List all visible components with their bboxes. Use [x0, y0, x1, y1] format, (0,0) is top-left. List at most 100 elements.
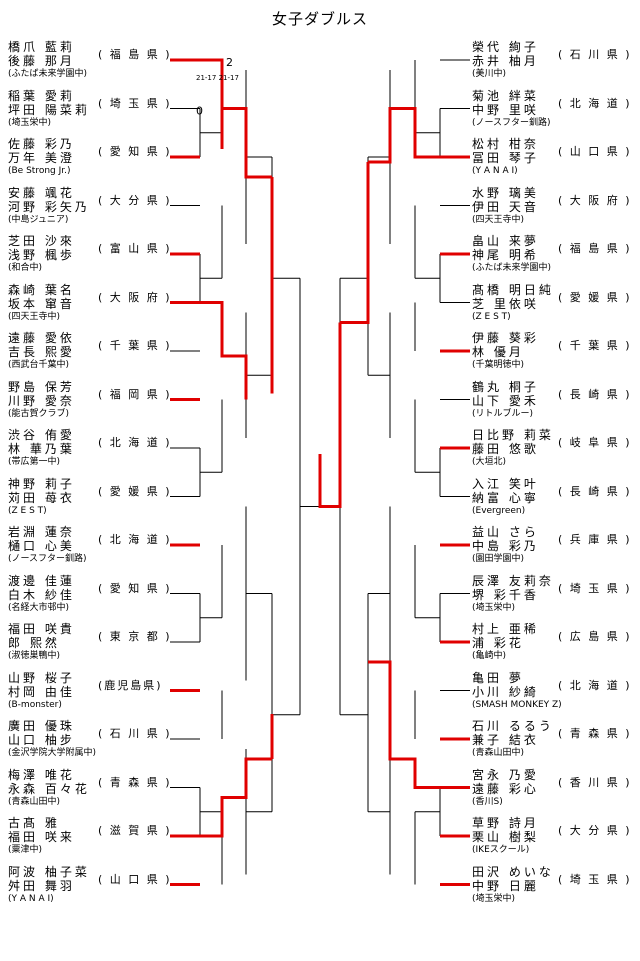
player-name: 亀田 夢	[472, 670, 524, 685]
player-name: 中野 里咲	[472, 102, 539, 117]
prefecture: ( 長 崎 県 )	[558, 387, 632, 401]
team-name: (Be Strong Jr.)	[8, 166, 71, 176]
prefecture: ( 埼 玉 県 )	[558, 872, 632, 886]
player-name: 鶴丸 桐子	[472, 379, 539, 394]
prefecture: ( 北 海 道 )	[98, 436, 172, 449]
player-name: 樋口 心美	[8, 539, 75, 553]
player-name: 栗山 樹梨	[472, 830, 539, 844]
player-name: 吉長 熙愛	[8, 345, 75, 359]
prefecture: ( 兵 庫 県 )	[558, 533, 632, 546]
player-name: 万年 美澄	[8, 151, 75, 165]
player-name: 白木 紗佳	[8, 587, 75, 602]
player-name: 佐藤 彩乃	[8, 137, 75, 151]
prefecture: ( 広 島 県 )	[558, 630, 632, 643]
player-name: 宮永 乃愛	[472, 767, 539, 782]
team-name: (亀崎中)	[472, 651, 507, 661]
team-name: (四天王寺中)	[472, 214, 525, 225]
player-name: 川野 愛奈	[8, 393, 75, 408]
player-name: 郎 熙然	[8, 636, 60, 650]
player-name: 山口 柚步	[8, 733, 75, 747]
player-name: 遠藤 彩心	[472, 781, 539, 796]
player-name: 渡邊 佳蓮	[8, 573, 75, 588]
team-name: (淑徳巣鴨中)	[8, 651, 61, 661]
prefecture: ( 岐 阜 県 )	[558, 436, 632, 449]
prefecture: ( 愛 媛 県 )	[98, 484, 172, 498]
player-name: 神尾 明希	[472, 248, 539, 262]
player-name: 遠藤 愛依	[8, 331, 75, 345]
player-name: 岩淵 蓮奈	[8, 525, 75, 539]
team-name: (IKEスクール)	[472, 845, 530, 855]
team-name: (千葉明徳中)	[472, 360, 525, 370]
player-name: 田沢 めいな	[472, 864, 554, 879]
prefecture: (鹿児島県)	[98, 678, 163, 692]
player-name: 苅田 苺衣	[8, 490, 75, 505]
player-name: 髙橋 明日純	[472, 282, 554, 297]
team-name: (能古賀クラブ)	[8, 408, 70, 419]
winner-path-right	[340, 107, 470, 886]
player-name: 榮代 絢子	[472, 40, 539, 54]
player-name: 藤田 悠歌	[472, 442, 539, 456]
player-name: 安藤 颯花	[8, 185, 75, 200]
player-name: 林 華乃葉	[8, 442, 75, 456]
bracket-line	[199, 787, 222, 836]
team-name: (ノースフター釧路)	[8, 554, 87, 564]
player-name: 永森 百々花	[8, 781, 90, 796]
player-name: 辰澤 友莉奈	[472, 573, 554, 588]
player-name: 山野 桜子	[8, 670, 75, 685]
prefecture: ( 東 京 都 )	[98, 630, 172, 643]
team-name: (中島ジュニア)	[8, 214, 69, 225]
player-name: 舛田 舞羽	[8, 878, 75, 893]
team-name: (埼玉栄中)	[472, 893, 516, 904]
bracket-line	[368, 506, 391, 681]
player-name: 芝田 沙來	[8, 234, 75, 248]
player-name: 畠山 来夢	[472, 234, 539, 248]
player-name: 阿波 柚子菜	[8, 864, 90, 879]
team-name: (Z E S T)	[8, 505, 47, 516]
prefecture: ( 大 分 県 )	[558, 824, 632, 837]
prefecture: ( 青 森 県 )	[558, 727, 632, 740]
player-name: 渋谷 侑愛	[8, 428, 75, 442]
bracket-line	[199, 448, 222, 497]
prefecture: ( 山 口 県 )	[558, 145, 632, 158]
team-name: (名経大市邨中)	[8, 602, 70, 613]
bracket-line	[199, 593, 222, 642]
team-name: (Evergreen)	[472, 505, 526, 516]
team-name: (和合中)	[8, 263, 43, 273]
bracket-lines-left	[170, 59, 301, 885]
prefecture: ( 滋 賀 県 )	[98, 824, 172, 837]
page-title: 女子ダブルス	[271, 10, 368, 28]
bracket-line	[368, 312, 391, 438]
prefecture: ( 北 海 道 )	[558, 678, 632, 692]
team-name: (リトルブルー)	[472, 408, 534, 419]
player-name: 福田 咲来	[8, 830, 75, 844]
player-name: 梅澤 唯花	[8, 767, 75, 782]
winner-line	[200, 301, 248, 400]
prefecture: ( 愛 知 県 )	[98, 145, 172, 158]
bracket-line	[245, 749, 272, 875]
player-name: 草野 詩月	[472, 816, 539, 830]
player-name: 村上 亜稀	[472, 622, 539, 636]
bracket-line	[245, 506, 272, 681]
bracket-line	[415, 448, 441, 497]
winner-line	[368, 660, 440, 789]
prefecture: ( 北 海 道 )	[98, 533, 172, 546]
game-scores: 21-17 21-17	[196, 74, 239, 82]
team-name: (西武台千葉中)	[8, 360, 70, 370]
prefecture: ( 大 阪 府 )	[558, 193, 632, 207]
team-name: (埼玉栄中)	[8, 117, 52, 128]
final-winner-line	[318, 322, 342, 508]
player-name: 坪田 陽菜莉	[8, 102, 90, 117]
prefecture: ( 埼 玉 県 )	[558, 581, 632, 595]
player-name: 芝 里依咲	[472, 296, 539, 311]
winner-line	[222, 107, 272, 179]
player-name: 兼子 結衣	[472, 733, 539, 747]
score-number: 0	[196, 105, 203, 118]
prefecture: ( 北 海 道 )	[558, 96, 632, 110]
player-name: 稲葉 愛莉	[8, 88, 75, 103]
prefecture: ( 愛 媛 県 )	[558, 290, 632, 304]
player-name: 村岡 由佳	[8, 684, 75, 699]
bracket-line	[368, 749, 391, 875]
bracket-line	[245, 70, 272, 244]
prefecture: ( 大 分 県 )	[98, 193, 172, 207]
